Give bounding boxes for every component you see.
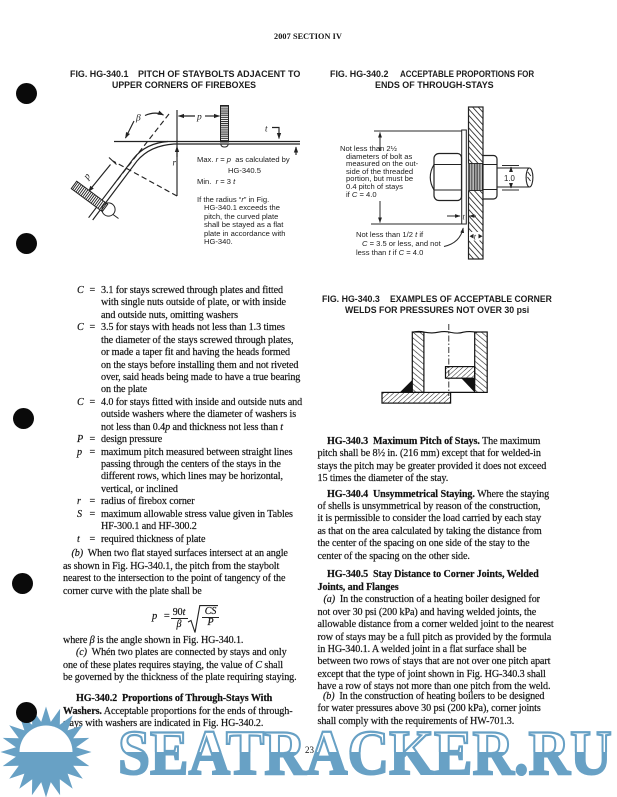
- svg-text:r: r: [173, 158, 177, 168]
- svg-text:t: t: [474, 232, 477, 241]
- svg-text:t: t: [463, 213, 466, 222]
- svg-text:p: p: [196, 113, 202, 123]
- svg-text:β: β: [135, 114, 141, 124]
- svg-text:p: p: [81, 172, 93, 183]
- svg-text:SEATRACKER.RU: SEATRACKER.RU: [118, 719, 612, 789]
- svg-text:SEATRACKER.RU: SEATRACKER.RU: [118, 719, 612, 789]
- svg-text:t: t: [265, 124, 268, 134]
- svg-text:1.0: 1.0: [504, 174, 516, 183]
